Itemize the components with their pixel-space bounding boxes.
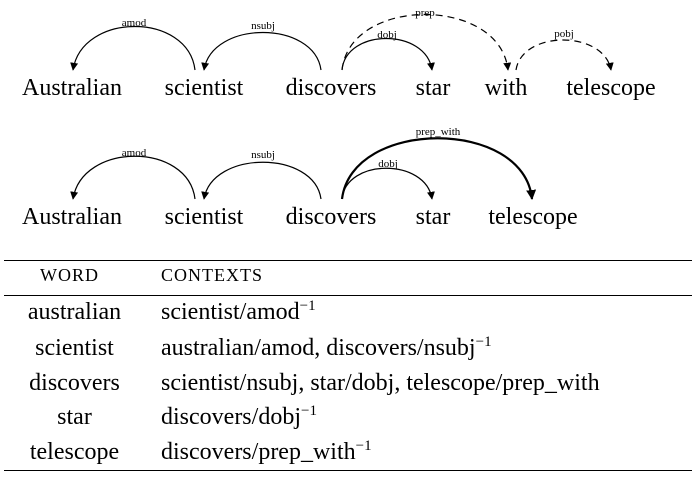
arc-prep-with (340, 137, 537, 200)
context-text: discovers/prep_with (161, 439, 356, 465)
word-australian: Australian (22, 75, 122, 101)
arc-label-nsubj: nsubj (251, 149, 275, 161)
inverse-marker: −1 (299, 298, 316, 314)
table-top-rule (4, 260, 692, 261)
arc-label-prep: prep (415, 7, 435, 19)
word-discovers: discovers (286, 204, 377, 230)
arc-amod (70, 155, 196, 200)
arc-dobj (341, 38, 435, 71)
word-scientist: scientist (165, 204, 244, 230)
arc-label-dobj: dobj (378, 158, 398, 170)
word-telescope: telescope (488, 204, 577, 230)
header-contexts: CONTEXTS (161, 265, 263, 285)
word-australian: Australian (22, 204, 122, 230)
row-word: discovers (29, 370, 120, 396)
word-star: star (416, 75, 451, 101)
row-word: star (57, 404, 92, 430)
context-text: discovers/dobj (161, 404, 301, 430)
arc-label-amod: amod (122, 147, 147, 159)
dependency-diagram-1: amod nsubj dobj prep pobj Australian sci… (22, 7, 656, 101)
word-discovers: discovers (286, 75, 377, 101)
row-contexts: australian/amod, discovers/nsubj−1 (161, 333, 492, 363)
arc-dobj (341, 167, 435, 200)
row-contexts: scientist/amod−1 (161, 297, 316, 327)
header-word: WORD (40, 265, 99, 285)
inverse-marker: −1 (300, 403, 317, 419)
inverse-marker: −1 (475, 334, 492, 350)
arc-pobj (515, 39, 614, 71)
dependency-diagrams: amod nsubj dobj prep pobj Australian sci… (22, 7, 656, 230)
word-scientist: scientist (165, 75, 244, 101)
arc-nsubj (201, 32, 322, 71)
row-contexts: scientist/nsubj, star/dobj, telescope/pr… (161, 368, 600, 398)
context-text: scientist/amod (161, 299, 300, 325)
row-contexts: discovers/prep_with−1 (161, 437, 372, 467)
row-word: scientist (35, 335, 114, 361)
arc-amod (70, 26, 196, 71)
context-text: australian/amod, discovers/nsubj (161, 335, 476, 361)
row-word: telescope (29, 439, 120, 465)
arc-label-dobj: dobj (377, 29, 397, 41)
dependency-diagram-2: amod nsubj dobj prep_with Australian sci… (22, 126, 578, 230)
arc-label-prep-with: prep_with (416, 126, 461, 138)
word-with: with (485, 75, 528, 101)
arc-prep (341, 13, 512, 71)
row-contexts: discovers/dobj−1 (161, 402, 317, 432)
context-text: scientist/nsubj, star/dobj, telescope/pr… (161, 370, 600, 396)
arc-label-pobj: pobj (554, 28, 574, 40)
row-word: australian (27, 299, 122, 325)
arc-label-nsubj: nsubj (251, 20, 275, 32)
word-telescope: telescope (566, 75, 655, 101)
table-header-rule (4, 295, 692, 296)
arc-nsubj (201, 161, 322, 200)
word-star: star (416, 204, 451, 230)
table-bottom-rule (4, 470, 692, 471)
arc-label-amod: amod (122, 17, 147, 29)
inverse-marker: −1 (355, 438, 372, 454)
